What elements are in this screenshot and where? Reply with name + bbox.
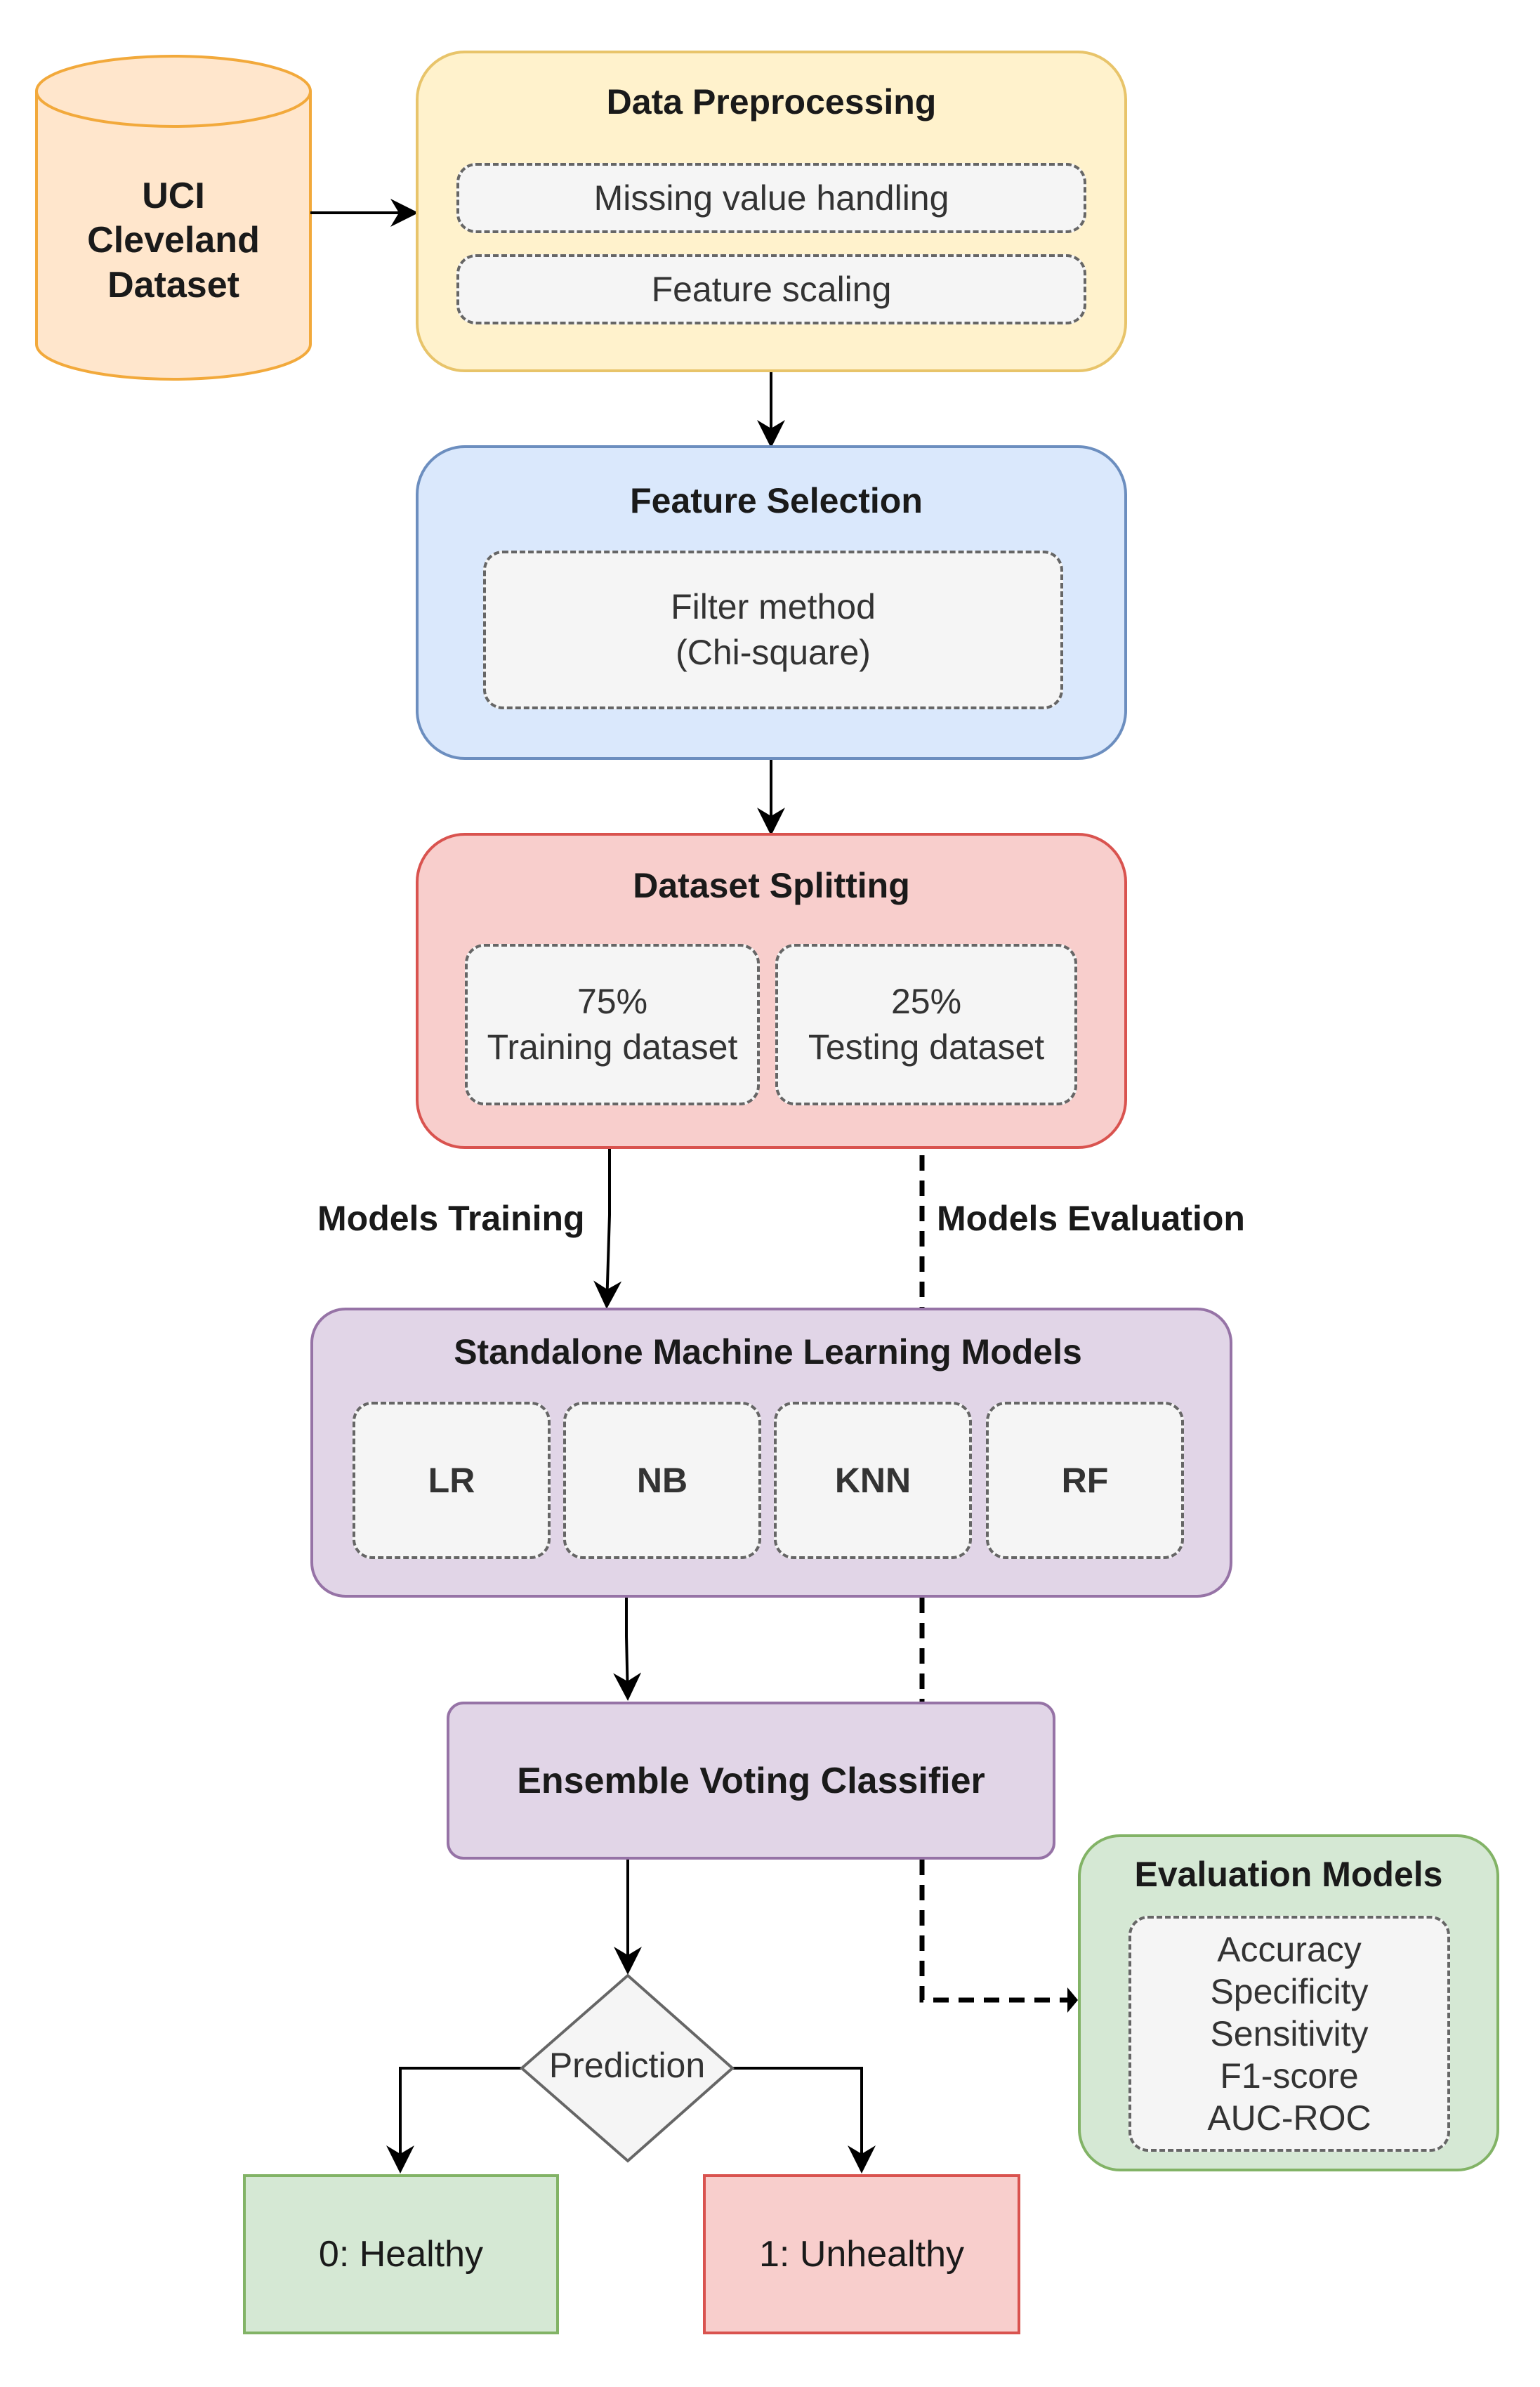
arrow-prediction-to-healthy — [386, 2067, 522, 2174]
model-knn: KNN — [774, 1402, 972, 1559]
models-evaluation-label: Models Evaluation — [937, 1199, 1245, 1238]
dataset-line-1: UCI — [142, 176, 205, 216]
testing-split: 25% Testing dataset — [775, 944, 1077, 1105]
feature-selection-box: Feature Selection Filter method (Chi-squ… — [416, 445, 1127, 760]
prediction-decision — [519, 1973, 735, 2163]
splitting-title: Dataset Splitting — [633, 866, 910, 905]
training-percent: 75% — [577, 982, 648, 1021]
models-training-label: Models Training — [317, 1199, 585, 1238]
standalone-models-box: Standalone Machine Learning Models LR NB… — [310, 1308, 1232, 1598]
filter-method-line-1: Filter method — [671, 587, 876, 626]
dataset-line-3: Dataset — [107, 264, 239, 305]
evaluation-metrics: Accuracy Specificity Sensitivity F1-scor… — [1128, 1916, 1450, 2152]
model-lr: LR — [353, 1402, 551, 1559]
healthy-outcome: 0: Healthy — [243, 2174, 559, 2334]
metric-sensitivity: Sensitivity — [1210, 2014, 1369, 2053]
data-preprocessing-box: Data Preprocessing Missing value handlin… — [416, 51, 1127, 372]
evaluation-models-box: Evaluation Models Accuracy Specificity S… — [1078, 1834, 1499, 2171]
standalone-title: Standalone Machine Learning Models — [454, 1332, 1082, 1372]
model-rf: RF — [986, 1402, 1184, 1559]
ensemble-title: Ensemble Voting Classifier — [517, 1760, 985, 1801]
filter-method-line-2: (Chi-square) — [676, 633, 871, 672]
arrow-prediction-to-unhealthy — [732, 2067, 876, 2174]
missing-value-step: Missing value handling — [456, 163, 1086, 233]
evaluation-title: Evaluation Models — [1134, 1855, 1443, 1894]
dataset-splitting-box: Dataset Splitting 75% Training dataset 2… — [416, 833, 1127, 1149]
dataset-line-2: Cleveland — [87, 220, 260, 261]
feature-selection-title: Feature Selection — [630, 481, 923, 520]
dataset-label: UCI Cleveland Dataset — [37, 174, 310, 308]
prediction-label: Prediction — [548, 2046, 706, 2085]
dashed-arrowhead — [1067, 1987, 1078, 2013]
filter-method: Filter method (Chi-square) — [483, 551, 1063, 709]
metric-auc-roc: AUC-ROC — [1207, 2098, 1371, 2138]
testing-label: Testing dataset — [808, 1027, 1045, 1067]
dashed-arrow-to-evaluation — [919, 1860, 1067, 2003]
metric-accuracy: Accuracy — [1217, 1930, 1362, 1969]
metric-f1-score: F1-score — [1220, 2056, 1359, 2096]
preprocessing-title: Data Preprocessing — [606, 82, 937, 121]
training-label: Training dataset — [487, 1027, 738, 1067]
feature-scaling-step: Feature scaling — [456, 254, 1086, 324]
model-nb: NB — [563, 1402, 761, 1559]
ensemble-classifier-box: Ensemble Voting Classifier — [447, 1702, 1055, 1860]
dataset-cylinder — [35, 55, 312, 381]
arrow-models-to-ensemble — [613, 1598, 642, 1701]
testing-percent: 25% — [890, 982, 962, 1021]
training-split: 75% Training dataset — [465, 944, 760, 1105]
metric-specificity: Specificity — [1210, 1972, 1369, 2011]
unhealthy-outcome: 1: Unhealthy — [703, 2174, 1020, 2334]
